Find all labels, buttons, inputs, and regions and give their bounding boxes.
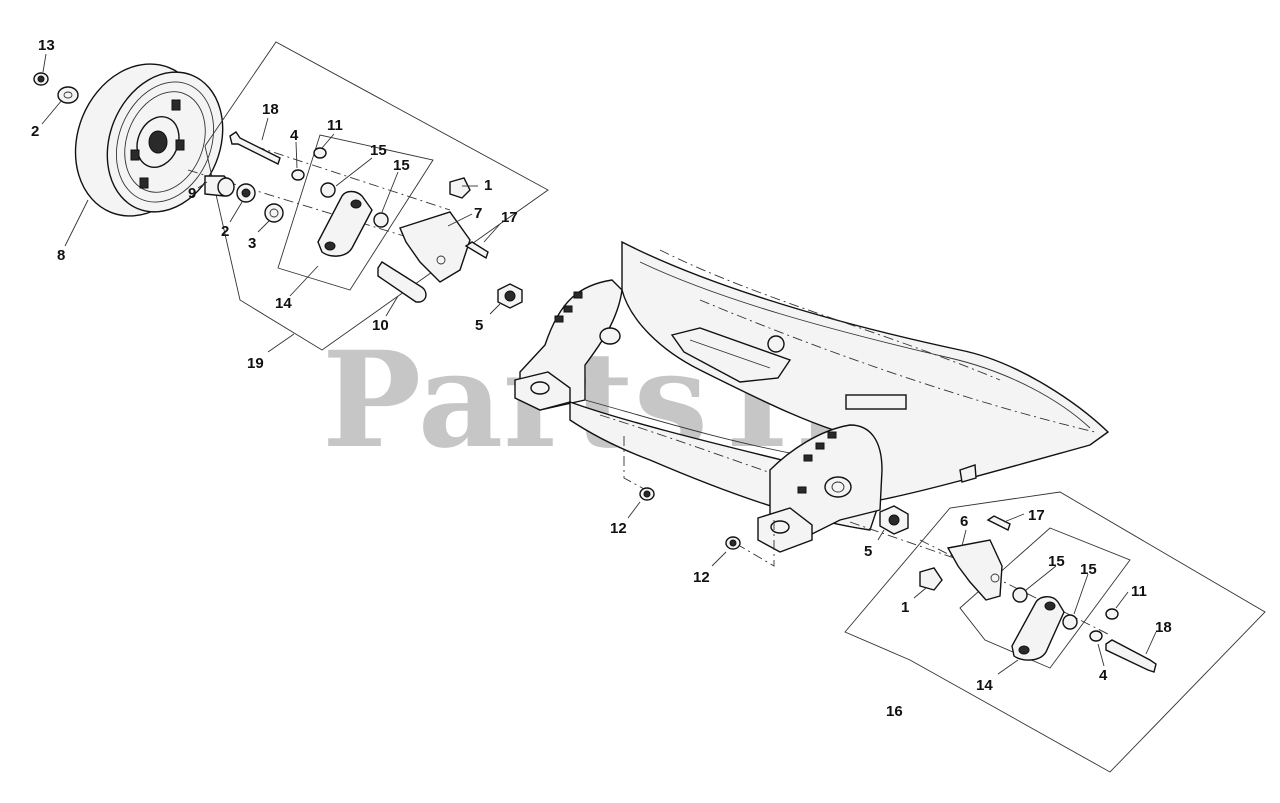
callout-15: 15 xyxy=(393,157,410,174)
callout-17: 17 xyxy=(501,209,518,226)
callout-12: 12 xyxy=(610,520,627,537)
callout-labels: 13 2 8 18 4 11 15 15 1 7 17 9 2 3 14 10 … xyxy=(31,37,1172,720)
callout-9: 9 xyxy=(188,185,196,202)
callout-1: 1 xyxy=(901,599,909,616)
left-hardware xyxy=(33,72,523,309)
callout-5: 5 xyxy=(475,317,483,334)
callout-15: 15 xyxy=(1080,561,1097,578)
callout-14: 14 xyxy=(976,677,993,694)
callout-10: 10 xyxy=(372,317,389,334)
callout-17: 17 xyxy=(1028,507,1045,524)
callout-6: 6 xyxy=(960,513,968,530)
right-hardware xyxy=(639,487,1157,673)
callout-8: 8 xyxy=(57,247,65,264)
callout-18: 18 xyxy=(262,101,279,118)
callout-12: 12 xyxy=(693,569,710,586)
vent-slots-right xyxy=(797,431,837,494)
callout-15: 15 xyxy=(1048,553,1065,570)
callout-11: 11 xyxy=(327,117,343,134)
leader-lines xyxy=(41,53,1157,675)
callout-16: 16 xyxy=(886,703,903,720)
wheel-assembly xyxy=(74,63,224,217)
callout-14: 14 xyxy=(275,295,292,312)
callout-18: 18 xyxy=(1155,619,1172,636)
callout-4: 4 xyxy=(290,127,299,144)
mower-deck xyxy=(514,240,1110,567)
callout-13: 13 xyxy=(38,37,55,54)
callout-3: 3 xyxy=(248,235,256,252)
callout-2: 2 xyxy=(221,223,229,240)
callout-7: 7 xyxy=(474,205,482,222)
callout-1: 1 xyxy=(484,177,492,194)
callout-4: 4 xyxy=(1099,667,1108,684)
vent-slots-left xyxy=(554,291,583,323)
callout-11: 11 xyxy=(1131,583,1147,600)
callout-2: 2 xyxy=(31,123,39,140)
callout-19: 19 xyxy=(247,355,264,372)
callout-15: 15 xyxy=(370,142,387,159)
callout-5: 5 xyxy=(864,543,872,560)
